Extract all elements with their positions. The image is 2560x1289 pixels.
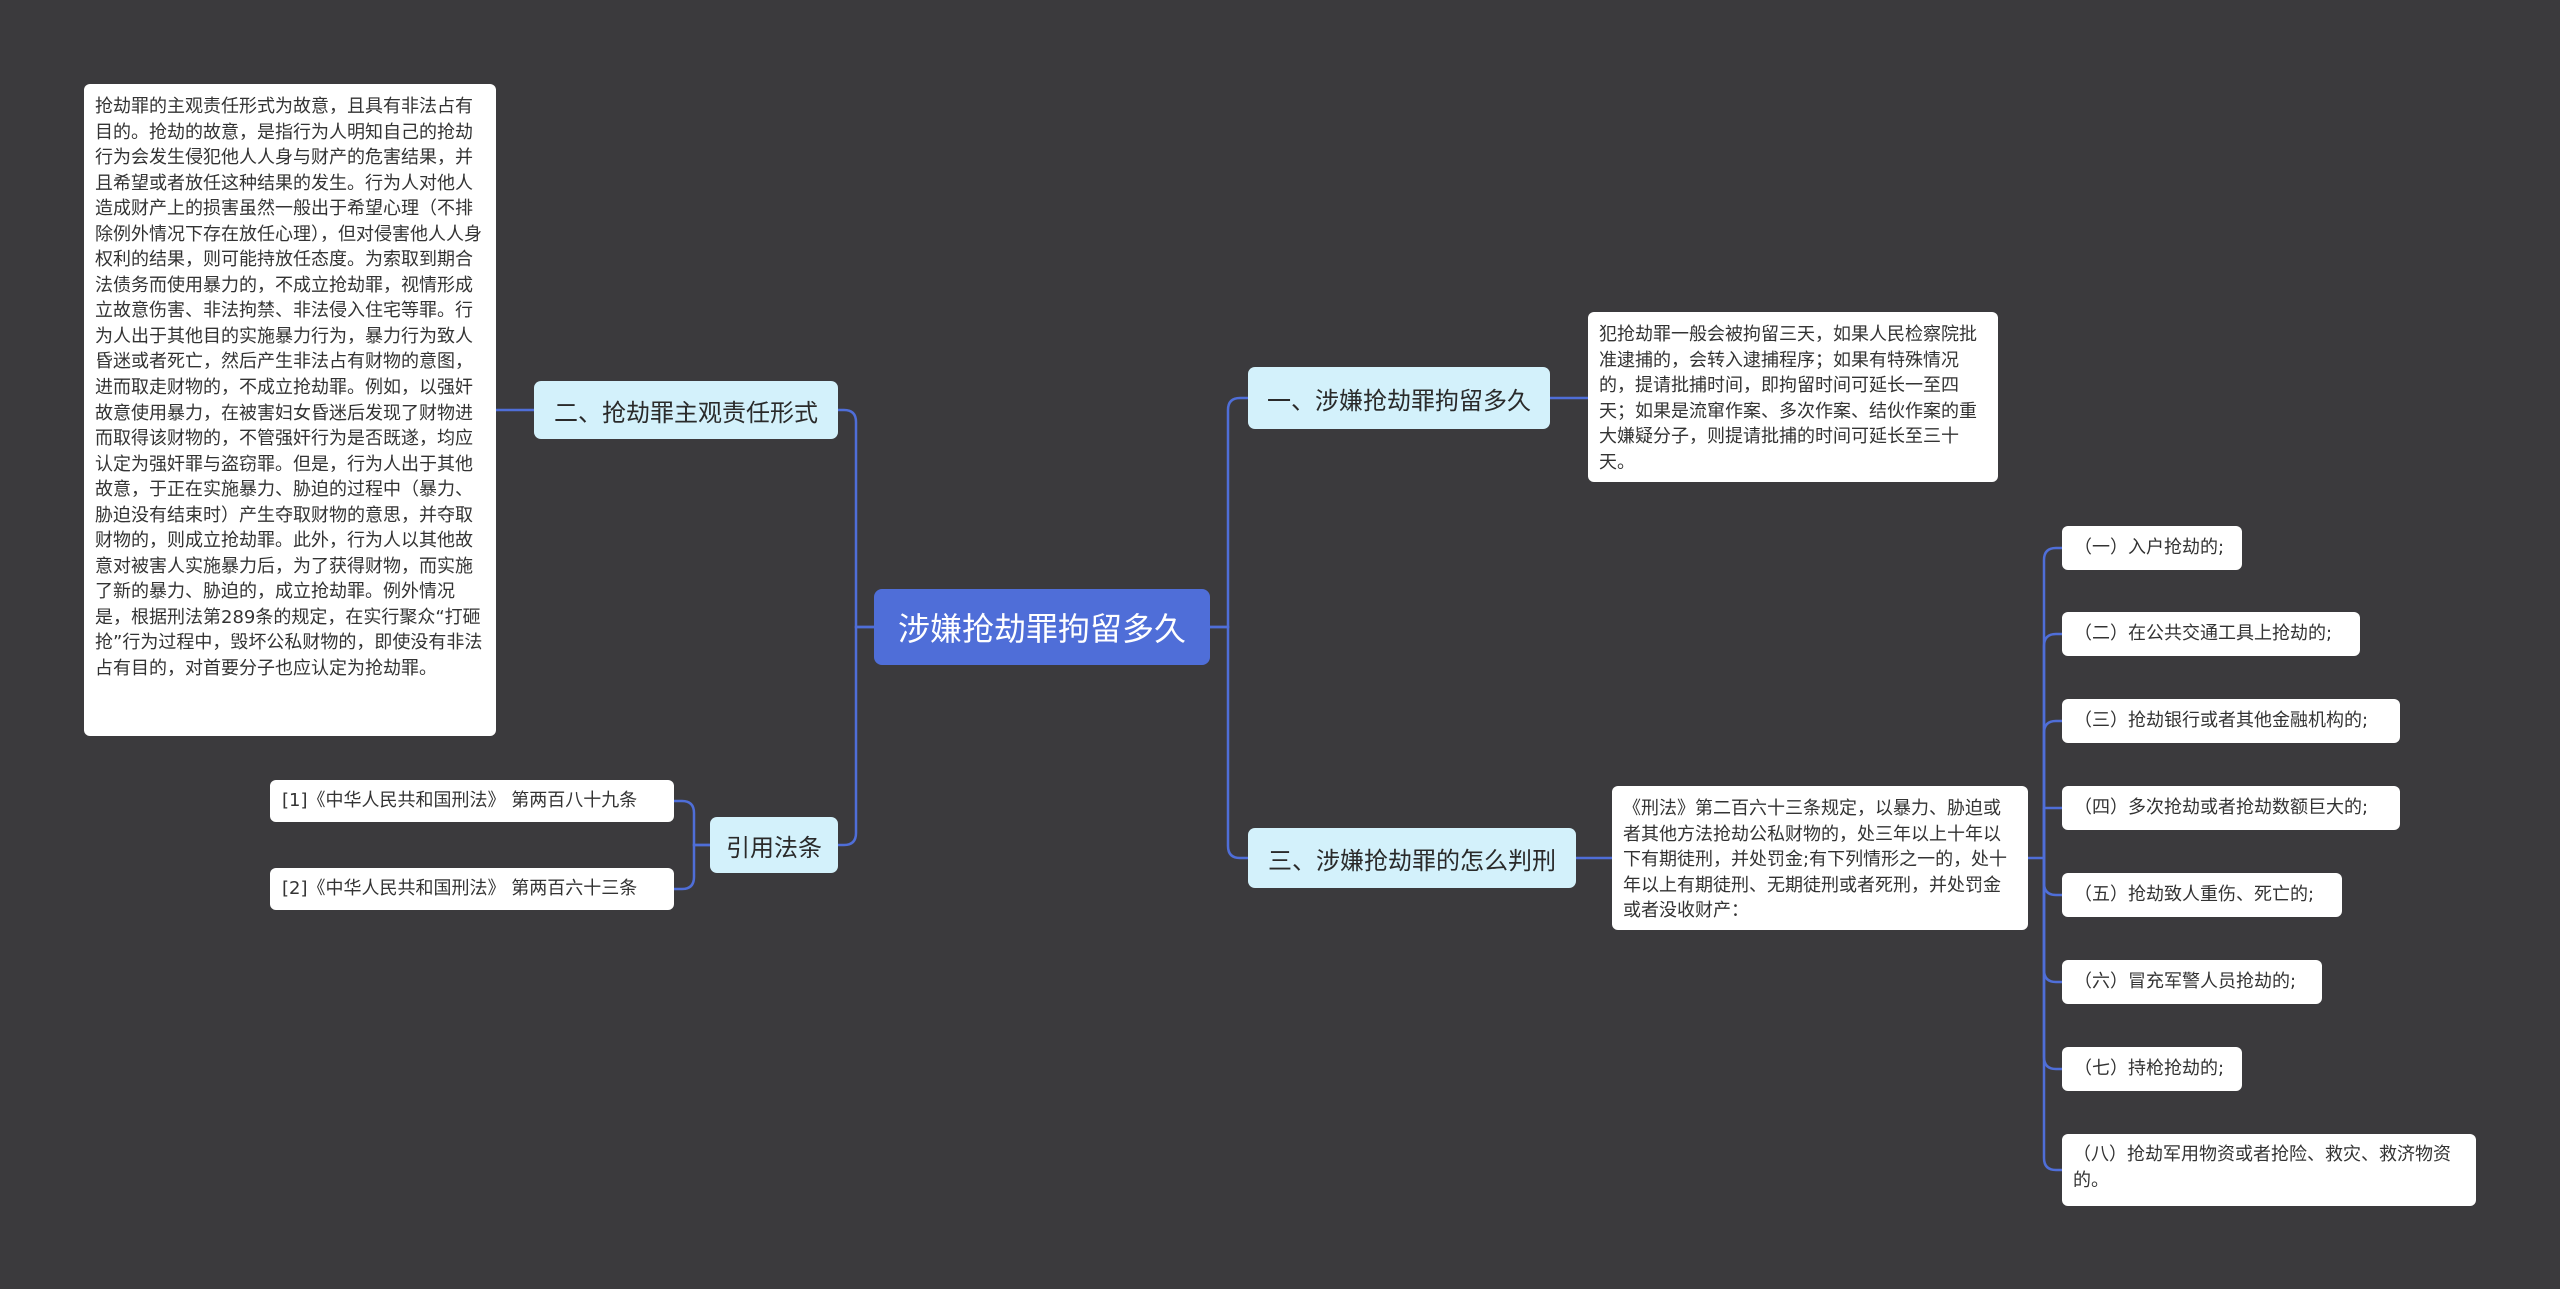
connector-circ-6 — [2042, 858, 2062, 984]
connector-root-sentencing — [1210, 625, 1248, 860]
connector-circ-5 — [2042, 858, 2062, 897]
leaf-citation-2[interactable]: [2]《中华人民共和国刑法》 第两百六十三条 — [270, 868, 674, 910]
leaf-detention-text[interactable]: 犯抢劫罪一般会被拘留三天，如果人民检察院批准逮捕的，会转入逮捕程序；如果有特殊情… — [1588, 312, 1998, 482]
leaf-citation-1[interactable]: [1]《中华人民共和国刑法》 第两百八十九条 — [270, 780, 674, 822]
branch-citations-label: 引用法条 — [726, 833, 822, 862]
branch-citations[interactable]: 引用法条 — [710, 817, 838, 873]
root-topic-label: 涉嫌抢劫罪拘留多久 — [897, 610, 1186, 648]
circumstance-item-2-text: （二）在公共交通工具上抢劫的; — [2074, 623, 2333, 645]
connector-root-detention — [1210, 396, 1248, 629]
connector-citation-2 — [674, 843, 710, 891]
circumstance-item-6-text: （六）冒充军警人员抢劫的; — [2074, 971, 2297, 993]
circumstance-item-1[interactable]: （一）入户抢劫的; — [2062, 526, 2242, 570]
leaf-citation-2-text: [2]《中华人民共和国刑法》 第两百六十三条 — [282, 878, 638, 900]
connector-circ-3 — [2042, 719, 2062, 858]
circumstance-item-7-text: （七）持枪抢劫的; — [2074, 1058, 2225, 1080]
root-topic[interactable]: 涉嫌抢劫罪拘留多久 — [874, 589, 1210, 665]
connector-circ-8 — [2042, 858, 2062, 1172]
branch-subjective-label: 二、抢劫罪主观责任形式 — [554, 398, 818, 427]
circumstance-item-8-text: （八）抢劫军用物资或者抢险、救灾、救济物资的。 — [2073, 1144, 2451, 1191]
circumstance-item-6[interactable]: （六）冒充军警人员抢劫的; — [2062, 960, 2322, 1004]
circumstance-item-1-text: （一）入户抢劫的; — [2074, 537, 2225, 559]
circumstance-item-3-text: （三）抢劫银行或者其他金融机构的; — [2074, 710, 2369, 732]
branch-subjective[interactable]: 二、抢劫罪主观责任形式 — [534, 381, 838, 439]
leaf-detention-text-content: 犯抢劫罪一般会被拘留三天，如果人民检察院批准逮捕的，会转入逮捕程序；如果有特殊情… — [1599, 324, 1977, 473]
circumstance-item-5[interactable]: （五）抢劫致人重伤、死亡的; — [2062, 873, 2342, 917]
leaf-subjective-text-content: 抢劫罪的主观责任形式为故意，且具有非法占有目的。抢劫的故意，是指行为人明知自己的… — [95, 96, 483, 680]
leaf-citation-1-text: [1]《中华人民共和国刑法》 第两百八十九条 — [282, 790, 638, 812]
connector-circ-2 — [2042, 632, 2062, 858]
leaf-sentencing-text-content: 《刑法》第二百六十三条规定，以暴力、胁迫或者其他方法抢劫公私财物的，处三年以上十… — [1623, 798, 2008, 922]
branch-sentencing[interactable]: 三、涉嫌抢劫罪的怎么判刑 — [1248, 828, 1576, 888]
leaf-sentencing-text[interactable]: 《刑法》第二百六十三条规定，以暴力、胁迫或者其他方法抢劫公私财物的，处三年以上十… — [1612, 786, 2028, 930]
circumstance-item-3[interactable]: （三）抢劫银行或者其他金融机构的; — [2062, 699, 2400, 743]
circumstance-item-4-text: （四）多次抢劫或者抢劫数额巨大的; — [2074, 797, 2369, 819]
branch-sentencing-label: 三、涉嫌抢劫罪的怎么判刑 — [1268, 846, 1556, 875]
connector-root-citations — [838, 625, 874, 847]
connector-circ-1 — [2042, 546, 2062, 858]
circumstance-item-5-text: （五）抢劫致人重伤、死亡的; — [2074, 884, 2315, 906]
connector-citation-1 — [674, 799, 710, 847]
connector-root-subjective — [838, 408, 874, 629]
leaf-subjective-text[interactable]: 抢劫罪的主观责任形式为故意，且具有非法占有目的。抢劫的故意，是指行为人明知自己的… — [84, 84, 496, 736]
circumstance-item-8[interactable]: （八）抢劫军用物资或者抢险、救灾、救济物资的。 — [2062, 1134, 2476, 1206]
circumstance-item-7[interactable]: （七）持枪抢劫的; — [2062, 1047, 2242, 1091]
branch-detention-label: 一、涉嫌抢劫罪拘留多久 — [1267, 386, 1531, 415]
circumstance-item-2[interactable]: （二）在公共交通工具上抢劫的; — [2062, 612, 2360, 656]
branch-detention[interactable]: 一、涉嫌抢劫罪拘留多久 — [1248, 367, 1550, 429]
circumstance-item-4[interactable]: （四）多次抢劫或者抢劫数额巨大的; — [2062, 786, 2400, 830]
